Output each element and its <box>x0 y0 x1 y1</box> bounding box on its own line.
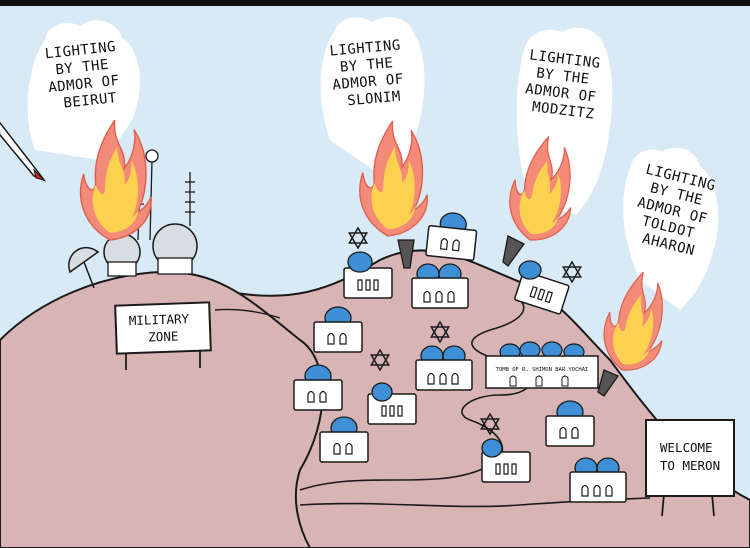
top-border <box>0 0 750 6</box>
house <box>569 457 627 503</box>
dome <box>347 251 373 273</box>
hill-ridge <box>214 308 281 319</box>
dome <box>371 382 393 402</box>
tomb-sign: TOMB OF R. SHIMON BAR YOCHAI <box>496 367 589 373</box>
tomb-building: TOMB OF R. SHIMON BAR YOCHAI <box>485 341 599 389</box>
military-zone-sign: MILITARY ZONE <box>114 301 212 370</box>
house <box>343 267 393 299</box>
winding-road <box>299 299 531 491</box>
torch-icon <box>397 235 619 397</box>
smoke-cloud-slonim <box>320 17 425 185</box>
house <box>411 263 469 309</box>
svg-text:WELCOME TO MERON: WELCOME TO MERON <box>660 440 720 473</box>
welcome-sign: WELCOME TO MERON <box>645 419 735 517</box>
satellite-dish-icon <box>68 246 100 289</box>
left-hill <box>0 270 324 548</box>
svg-text:MILITARY ZONE: MILITARY ZONE <box>129 311 198 345</box>
dome <box>518 260 542 280</box>
caption-slonim: LIGHTING BY THE ADMOR OF SLONIM <box>329 37 415 111</box>
house <box>415 345 473 391</box>
smoke-cloud-toldot <box>623 147 719 310</box>
caption-beirut: LIGHTING BY THE ADMOR OF BEIRUT <box>44 38 131 113</box>
missile-icon <box>0 121 47 182</box>
dome <box>481 438 503 458</box>
radar-dome-icon <box>103 223 198 277</box>
caption-modzitz: LIGHTING BY THE ADMOR OF MODZITZ <box>522 47 610 123</box>
